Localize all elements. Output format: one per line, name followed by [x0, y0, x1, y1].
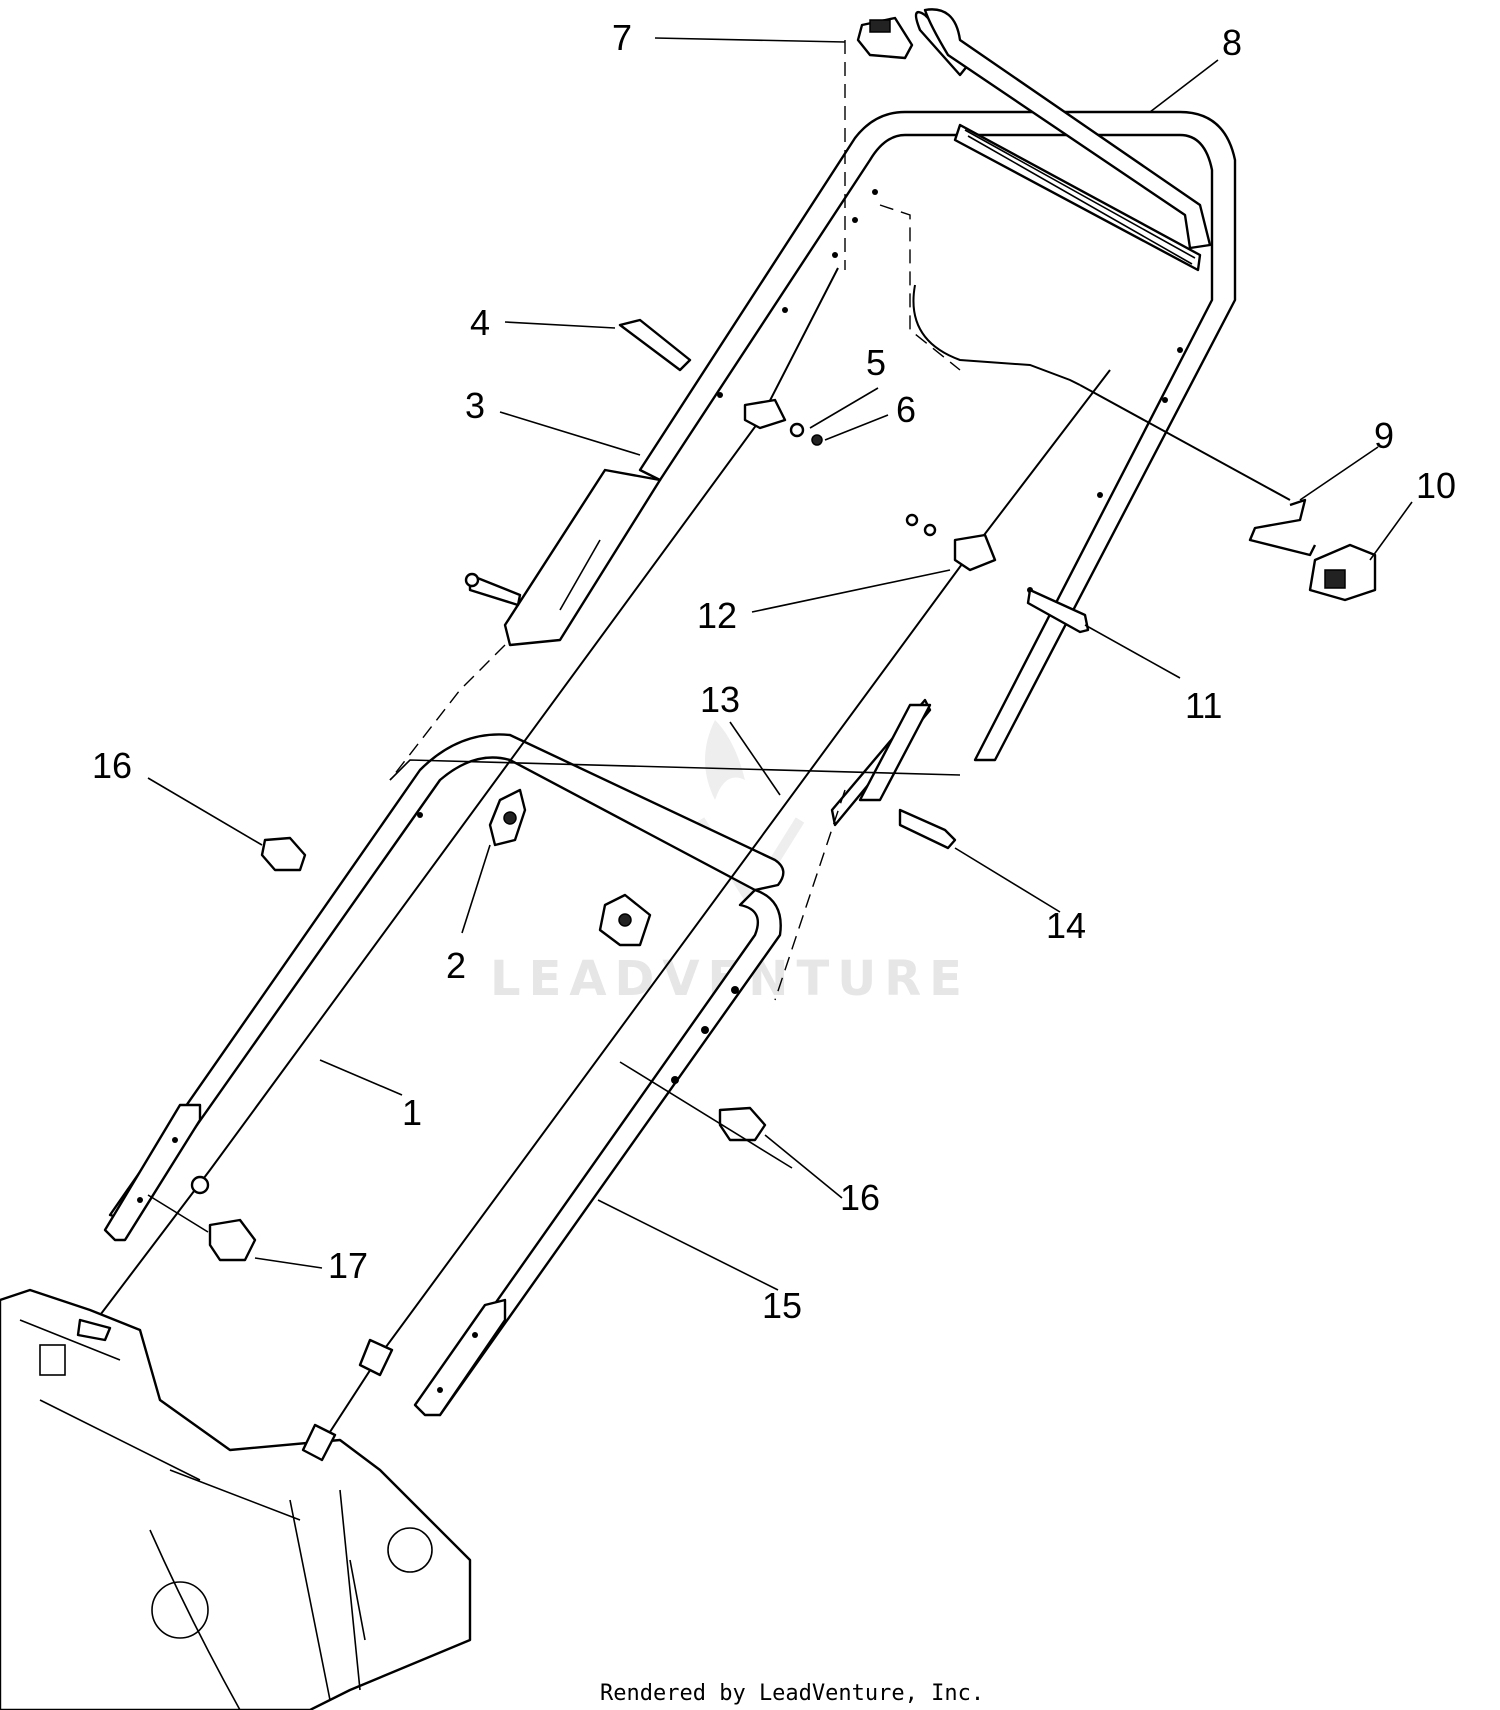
callout-2: 2 [446, 945, 466, 986]
part-5-6 [743, 398, 823, 446]
callout-17: 17 [328, 1245, 368, 1286]
left-upper-lower-section [503, 468, 662, 647]
left-bolt [464, 572, 522, 607]
callout-16-right: 16 [840, 1177, 880, 1218]
dash-lines [389, 40, 961, 1001]
part-10-box [1308, 543, 1377, 602]
callout-8: 8 [1222, 22, 1242, 63]
part-7-switch [856, 16, 914, 60]
part-11-bolt [1026, 588, 1090, 634]
part-14-bolt [898, 808, 957, 850]
callout-15: 15 [762, 1285, 802, 1326]
callouts: 7 8 4 3 5 6 9 10 12 11 13 16 14 2 1 16 1… [92, 17, 1456, 1326]
callout-3: 3 [465, 385, 485, 426]
leader-lines [147, 37, 1413, 1291]
callout-7: 7 [612, 17, 632, 58]
lower-handle-1 [103, 733, 785, 1242]
callout-13: 13 [700, 679, 740, 720]
part-8-bail [914, 8, 1212, 250]
callout-4: 4 [470, 302, 490, 343]
part-2-knobs [488, 788, 652, 947]
callout-10: 10 [1416, 465, 1456, 506]
right-sleeve [830, 698, 932, 827]
footer-credit: Rendered by LeadVenture, Inc. [600, 1681, 984, 1706]
callout-6: 6 [896, 389, 916, 430]
part-9-rod [1248, 498, 1317, 557]
lower-handle-15 [413, 888, 782, 1417]
callout-1: 1 [402, 1092, 422, 1133]
callout-12: 12 [697, 595, 737, 636]
callout-11: 11 [1185, 685, 1222, 726]
callout-9: 9 [1374, 415, 1394, 456]
callout-5: 5 [866, 342, 886, 383]
part-16-clamps [260, 836, 767, 1142]
callout-14: 14 [1046, 905, 1086, 946]
upper-handle [638, 110, 1237, 762]
callout-16-left: 16 [92, 745, 132, 786]
part-17-clamp [190, 1175, 257, 1262]
cable-ends [76, 1318, 394, 1462]
cables [84, 267, 1291, 1456]
part-4-pin [618, 318, 692, 372]
cross-brace [389, 759, 961, 781]
mower-deck [0, 1288, 472, 1710]
part-12-clip [905, 513, 997, 572]
